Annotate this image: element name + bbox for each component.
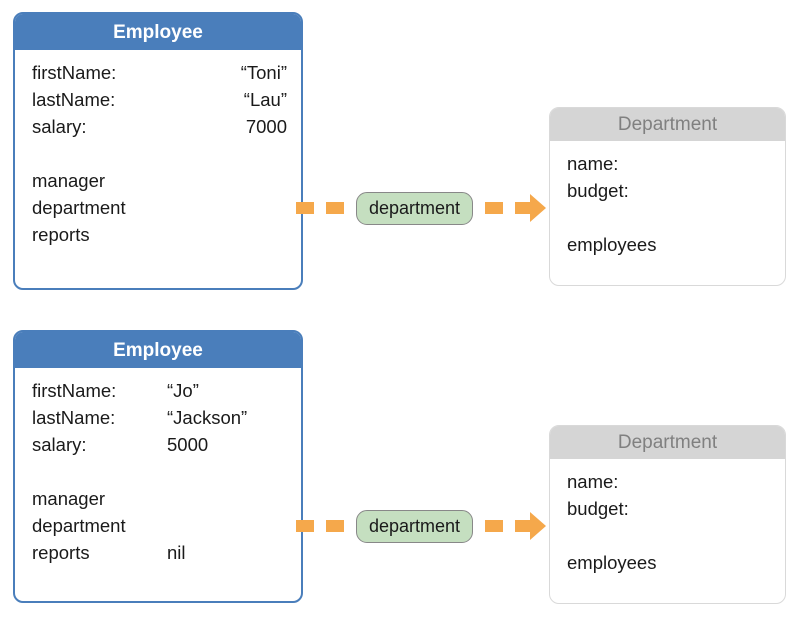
department-card-1[interactable]: Department name: budget: employees (549, 107, 786, 286)
relationship-connector-2: department (296, 506, 547, 546)
property-row: lastName: “Lau” (32, 89, 287, 116)
relationship-row: manager (32, 170, 287, 197)
property-key: salary: (32, 434, 87, 455)
section-spacer (32, 461, 287, 488)
arrow-right-icon (515, 512, 547, 540)
department-card-2-title: Department (550, 426, 785, 459)
property-key: lastName: (32, 407, 116, 428)
connector-dash-icon (296, 520, 314, 532)
relationship-key: manager (32, 170, 106, 191)
relationship-row: department (32, 197, 287, 224)
property-value: 5000 (167, 434, 209, 455)
relationship-key: employees (567, 234, 657, 255)
connector-dash-icon (485, 202, 504, 214)
property-value: 7000 (245, 116, 287, 137)
relationship-row: reports (32, 224, 287, 251)
property-value: “Toni” (240, 62, 287, 83)
section-spacer (567, 525, 771, 552)
property-row: lastName: “Jackson” (32, 407, 287, 434)
property-value: “Jackson” (167, 407, 248, 428)
employee-card-2-title: Employee (15, 332, 301, 368)
property-key: name: (567, 471, 619, 492)
relationship-row: employees (567, 234, 771, 261)
property-key: budget: (567, 498, 629, 519)
department-card-1-body: name: budget: employees (550, 141, 785, 271)
relationship-connector-1: department (296, 188, 547, 228)
property-row: budget: (567, 498, 771, 525)
arrow-right-icon (515, 194, 547, 222)
relationship-row: manager (32, 488, 287, 515)
employee-card-2-body: firstName: “Jo” lastName: “Jackson” sala… (15, 368, 301, 579)
property-key: name: (567, 153, 619, 174)
department-card-2-body: name: budget: employees (550, 459, 785, 589)
relationship-key: reports (32, 224, 90, 245)
property-row: salary: 5000 (32, 434, 287, 461)
relationship-value: nil (167, 542, 186, 563)
property-row: name: (567, 471, 771, 498)
relationship-row: reports nil (32, 542, 287, 569)
property-value: “Jo” (167, 380, 199, 401)
property-row: firstName: “Toni” (32, 62, 287, 89)
connector-dash-icon (296, 202, 314, 214)
property-key: firstName: (32, 380, 117, 401)
employee-card-2[interactable]: Employee firstName: “Jo” lastName: “Jack… (13, 330, 303, 603)
relationship-key: department (32, 197, 126, 218)
relationship-key: department (32, 515, 126, 536)
relationship-row: employees (567, 552, 771, 579)
department-card-1-title: Department (550, 108, 785, 141)
property-key: budget: (567, 180, 629, 201)
property-row: firstName: “Jo” (32, 380, 287, 407)
connector-label-2[interactable]: department (356, 509, 474, 543)
section-spacer (32, 143, 287, 170)
employee-card-1-body: firstName: “Toni” lastName: “Lau” salary… (15, 50, 301, 261)
property-row: budget: (567, 180, 771, 207)
employee-card-1[interactable]: Employee firstName: “Toni” lastName: “La… (13, 12, 303, 290)
department-card-2[interactable]: Department name: budget: employees (549, 425, 786, 604)
connector-label-1[interactable]: department (356, 191, 474, 225)
employee-card-1-title: Employee (15, 14, 301, 50)
property-key: salary: (32, 116, 87, 137)
connector-dash-icon (326, 520, 344, 532)
relationship-key: employees (567, 552, 657, 573)
property-key: firstName: (32, 62, 117, 83)
connector-dash-icon (326, 202, 344, 214)
property-row: salary: 7000 (32, 116, 287, 143)
connector-dash-icon (485, 520, 504, 532)
relationship-row: department (32, 515, 287, 542)
property-row: name: (567, 153, 771, 180)
relationship-key: manager (32, 488, 106, 509)
property-value: “Lau” (243, 89, 287, 110)
property-key: lastName: (32, 89, 116, 110)
relationship-key: reports (32, 542, 90, 563)
section-spacer (567, 207, 771, 234)
